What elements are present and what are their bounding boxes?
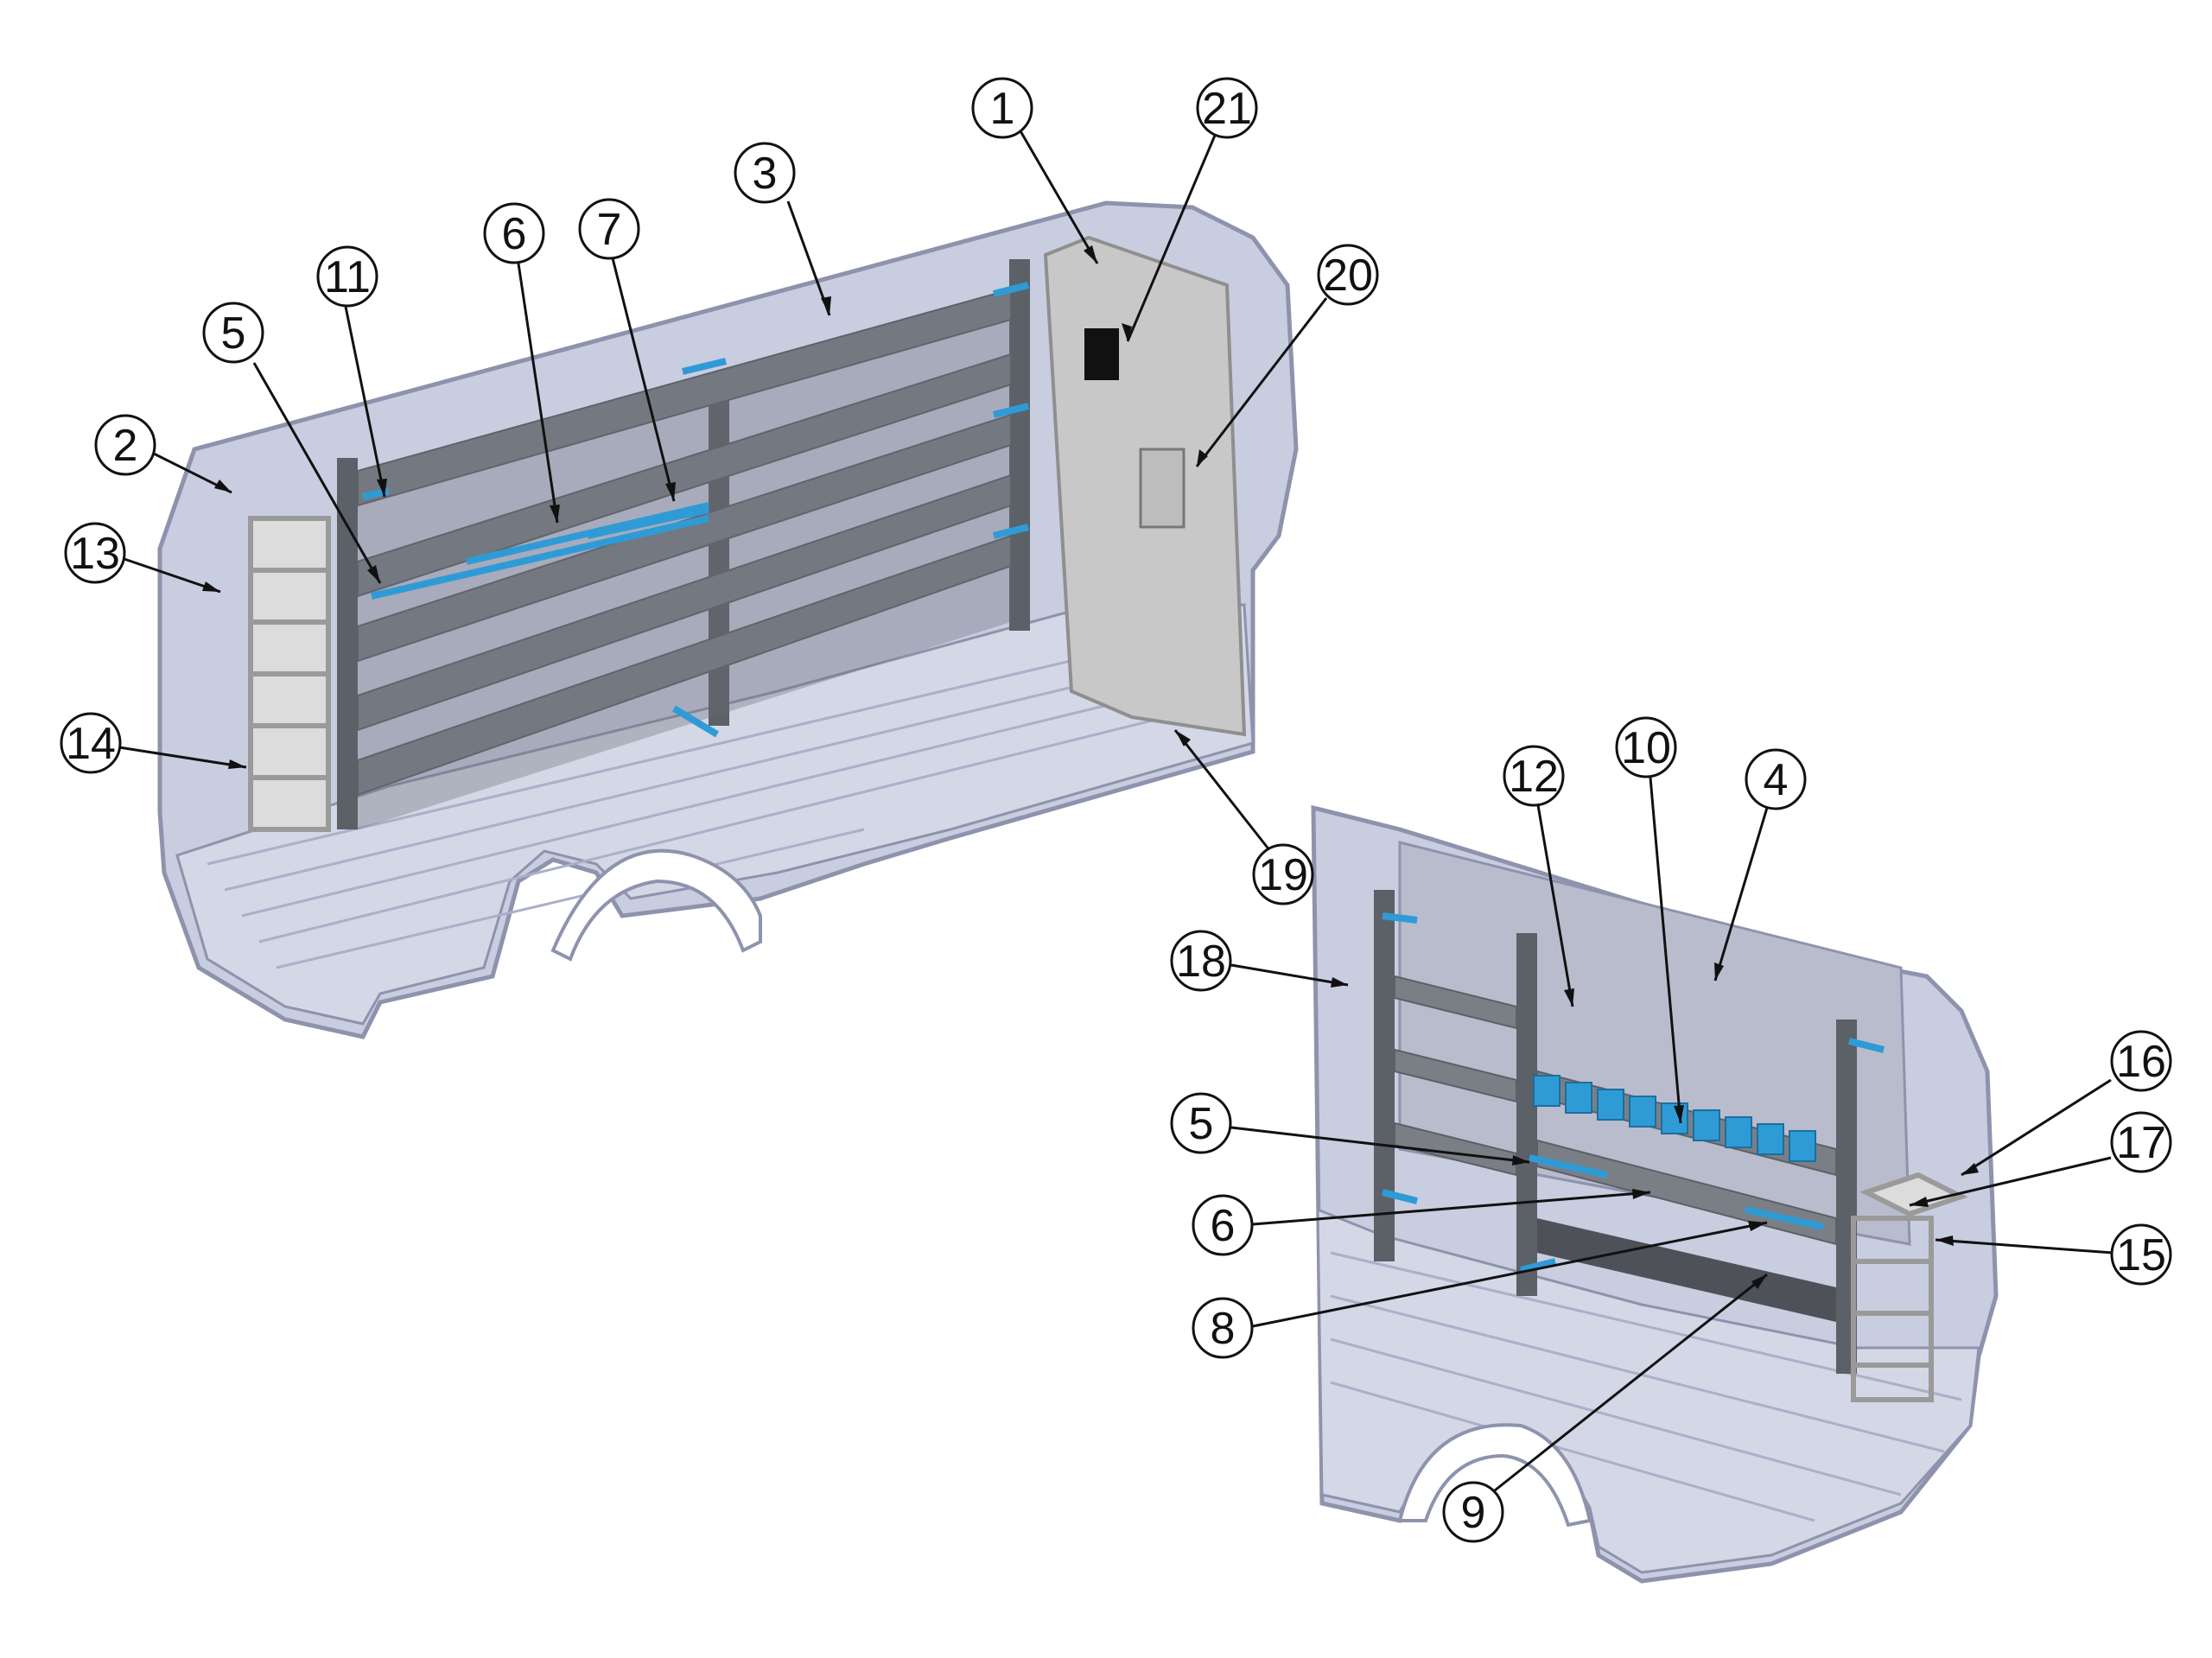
callout-bubble: 16 bbox=[2110, 1030, 2172, 1092]
callout-bubble: 6 bbox=[1192, 1194, 1254, 1256]
lower-tank-rack bbox=[1851, 1172, 1968, 1402]
callout-bubble: 13 bbox=[64, 522, 126, 584]
upper-shelves bbox=[357, 288, 1012, 829]
callout-number: 20 bbox=[1323, 251, 1373, 301]
callout-number: 6 bbox=[1211, 1201, 1236, 1251]
callout-bubble: 10 bbox=[1615, 716, 1677, 778]
callout-number: 1 bbox=[990, 84, 1015, 134]
upper-callouts: 1 21 20 3 6 7 11 5 2 13 14 19 bbox=[60, 77, 1379, 905]
callout-bubble: 15 bbox=[2110, 1223, 2172, 1286]
callout-number: 4 bbox=[1764, 755, 1789, 805]
callout-bubble: 21 bbox=[1196, 77, 1258, 139]
callout-arrowheads bbox=[202, 245, 1979, 1289]
callout-number: 15 bbox=[2116, 1230, 2166, 1280]
callout-number: 10 bbox=[1621, 723, 1671, 773]
callout-bubble: 7 bbox=[578, 198, 640, 260]
lower-parts-bins bbox=[1533, 1075, 1816, 1162]
upper-partition bbox=[1043, 235, 1247, 737]
callout-bubble: 4 bbox=[1745, 748, 1807, 810]
callout-number: 21 bbox=[1202, 84, 1252, 134]
callout-bubble: 5 bbox=[1170, 1092, 1232, 1154]
callout-bubble: 17 bbox=[2110, 1111, 2172, 1173]
callout-number: 2 bbox=[113, 421, 138, 471]
upper-van-assembly bbox=[157, 200, 1299, 1039]
lower-wheel-well bbox=[1397, 1423, 1592, 1528]
callout-leaders bbox=[118, 129, 2113, 1492]
callout-number: 11 bbox=[324, 252, 371, 302]
callout-number: 17 bbox=[2116, 1118, 2166, 1168]
upper-floor-ribs bbox=[207, 620, 1236, 969]
upper-shelf-uprights bbox=[337, 259, 1030, 829]
callout-bubble: 14 bbox=[60, 712, 122, 774]
callout-bubble: 20 bbox=[1317, 244, 1379, 306]
lower-shelf-blue-rails bbox=[1382, 912, 1885, 1274]
upper-wheel-well bbox=[550, 848, 762, 962]
callout-number: 16 bbox=[2116, 1037, 2166, 1087]
callout-number: 18 bbox=[1176, 937, 1226, 987]
upper-ladder-rack bbox=[248, 516, 331, 832]
callout-bubble: 5 bbox=[202, 302, 264, 364]
callout-bubble: 9 bbox=[1442, 1481, 1504, 1543]
callout-bubble: 18 bbox=[1170, 930, 1232, 992]
callout-number: 8 bbox=[1211, 1304, 1236, 1354]
callout-bubble: 6 bbox=[483, 202, 545, 264]
callout-number: 12 bbox=[1509, 752, 1559, 802]
callout-bubble: 2 bbox=[94, 414, 156, 476]
callout-bubble: 1 bbox=[971, 77, 1033, 139]
lower-van-assembly bbox=[1311, 804, 1999, 1584]
callout-number: 19 bbox=[1258, 850, 1308, 900]
lower-floor-ribs bbox=[1330, 1251, 1962, 1522]
callout-number: 13 bbox=[70, 529, 120, 579]
callout-number: 9 bbox=[1461, 1488, 1486, 1538]
callout-number: 5 bbox=[1189, 1099, 1214, 1149]
callout-number: 14 bbox=[66, 719, 116, 769]
callout-bubble: 11 bbox=[316, 245, 378, 308]
callout-number: 6 bbox=[502, 209, 527, 259]
callout-bubble: 8 bbox=[1192, 1297, 1254, 1359]
upper-shelf-blue-rails bbox=[362, 282, 1029, 738]
callout-bubble: 3 bbox=[734, 142, 796, 204]
lower-callouts: 12 10 4 18 5 6 8 9 16 17 15 bbox=[1170, 716, 2172, 1543]
callout-bubble: 19 bbox=[1252, 843, 1314, 905]
callout-number: 3 bbox=[753, 149, 778, 199]
callout-number: 7 bbox=[597, 205, 622, 255]
callout-number: 5 bbox=[221, 308, 246, 359]
callout-bubble: 12 bbox=[1503, 745, 1565, 807]
